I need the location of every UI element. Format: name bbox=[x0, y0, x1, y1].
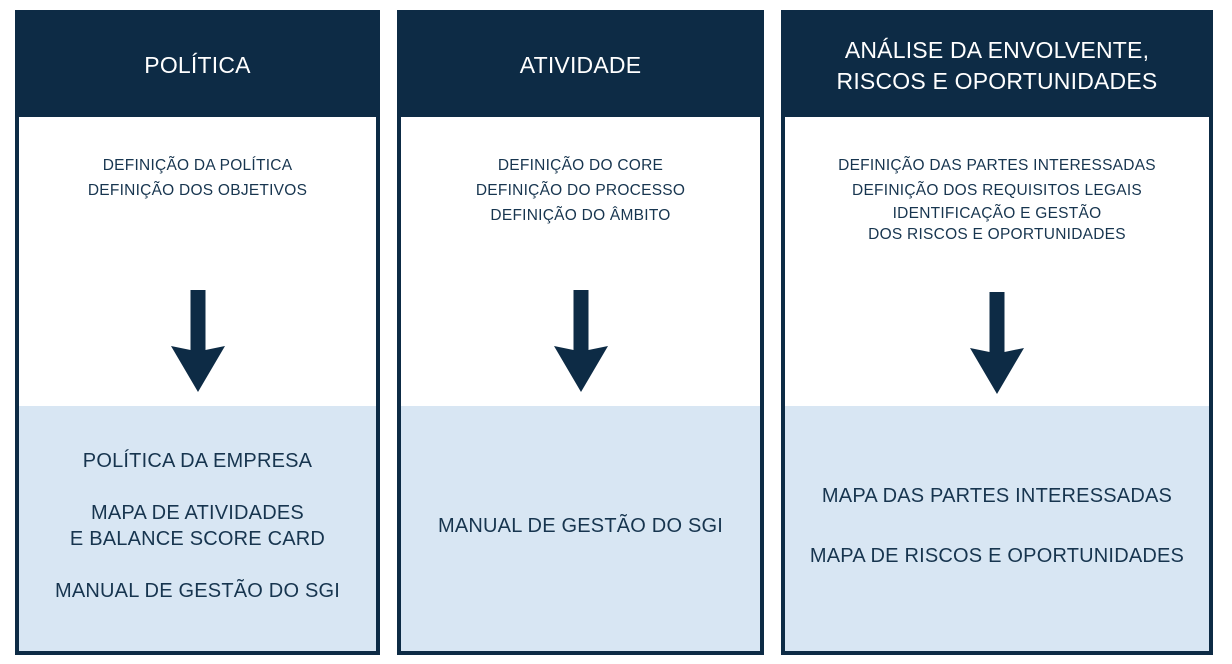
column-inputs-atividade: DEFINIÇÃO DO CORE DEFINIÇÃO DO PROCESSO … bbox=[401, 117, 760, 406]
output-item: MAPA DE RISCOS E OPORTUNIDADES bbox=[809, 544, 1185, 567]
diagram-column-analise-envolvente: ANÁLISE DA ENVOLVENTE, RISCOS E OPORTUNI… bbox=[781, 10, 1213, 655]
down-arrow-icon bbox=[19, 288, 376, 394]
column-title: ANÁLISE DA ENVOLVENTE, RISCOS E OPORTUNI… bbox=[836, 37, 1158, 94]
output-item: POLÍTICA DA EMPRESA bbox=[82, 449, 313, 472]
output-list: MAPA DAS PARTES INTERESSADAS MAPA DE RIS… bbox=[795, 483, 1199, 569]
column-outputs-atividade: MANUAL DE GESTÃO DO SGI bbox=[401, 406, 760, 651]
diagram-column-politica: POLÍTICA DEFINIÇÃO DA POLÍTICA DEFINIÇÃO… bbox=[15, 10, 380, 655]
down-arrow-icon bbox=[401, 288, 760, 394]
output-item: MAPA DAS PARTES INTERESSADAS bbox=[821, 484, 1173, 507]
down-arrow-icon bbox=[785, 290, 1209, 396]
output-item: MAPA DE ATIVIDADES E BALANCE SCORE CARD bbox=[69, 501, 326, 550]
column-outputs-politica: POLÍTICA DA EMPRESA MAPA DE ATIVIDADES E… bbox=[19, 406, 376, 651]
column-title: POLÍTICA bbox=[144, 52, 251, 79]
diagram-column-atividade: ATIVIDADE DEFINIÇÃO DO CORE DEFINIÇÃO DO… bbox=[397, 10, 764, 655]
column-inputs-analise-envolvente: DEFINIÇÃO DAS PARTES INTERESSADAS DEFINI… bbox=[785, 117, 1209, 406]
column-outputs-analise-envolvente: MAPA DAS PARTES INTERESSADAS MAPA DE RIS… bbox=[785, 406, 1209, 651]
input-item: IDENTIFICAÇÃO E GESTÃO DOS RISCOS E OPOR… bbox=[868, 205, 1126, 244]
output-item: MANUAL DE GESTÃO DO SGI bbox=[54, 579, 341, 602]
input-item: DEFINIÇÃO DO PROCESSO bbox=[475, 182, 686, 200]
input-item: DEFINIÇÃO DOS OBJETIVOS bbox=[87, 182, 308, 200]
output-item: MANUAL DE GESTÃO DO SGI bbox=[437, 514, 724, 537]
column-inputs-politica: DEFINIÇÃO DA POLÍTICA DEFINIÇÃO DOS OBJE… bbox=[19, 117, 376, 406]
input-item: DEFINIÇÃO DAS PARTES INTERESSADAS bbox=[838, 157, 1156, 174]
column-header-analise-envolvente: ANÁLISE DA ENVOLVENTE, RISCOS E OPORTUNI… bbox=[785, 14, 1209, 117]
input-list: DEFINIÇÃO DAS PARTES INTERESSADAS DEFINI… bbox=[785, 153, 1209, 245]
output-list: POLÍTICA DA EMPRESA MAPA DE ATIVIDADES E… bbox=[29, 448, 366, 604]
column-header-atividade: ATIVIDADE bbox=[401, 14, 760, 117]
input-item: DEFINIÇÃO DOS REQUISITOS LEGAIS bbox=[852, 182, 1142, 200]
input-list: DEFINIÇÃO DO CORE DEFINIÇÃO DO PROCESSO … bbox=[401, 153, 760, 228]
input-item: DEFINIÇÃO DO ÂMBITO bbox=[490, 207, 671, 225]
input-item: DEFINIÇÃO DA POLÍTICA bbox=[102, 157, 293, 174]
input-list: DEFINIÇÃO DA POLÍTICA DEFINIÇÃO DOS OBJE… bbox=[19, 153, 376, 203]
column-header-politica: POLÍTICA bbox=[19, 14, 376, 117]
output-list: MANUAL DE GESTÃO DO SGI bbox=[411, 513, 750, 539]
column-title: ATIVIDADE bbox=[519, 52, 642, 79]
input-item: DEFINIÇÃO DO CORE bbox=[497, 157, 664, 174]
